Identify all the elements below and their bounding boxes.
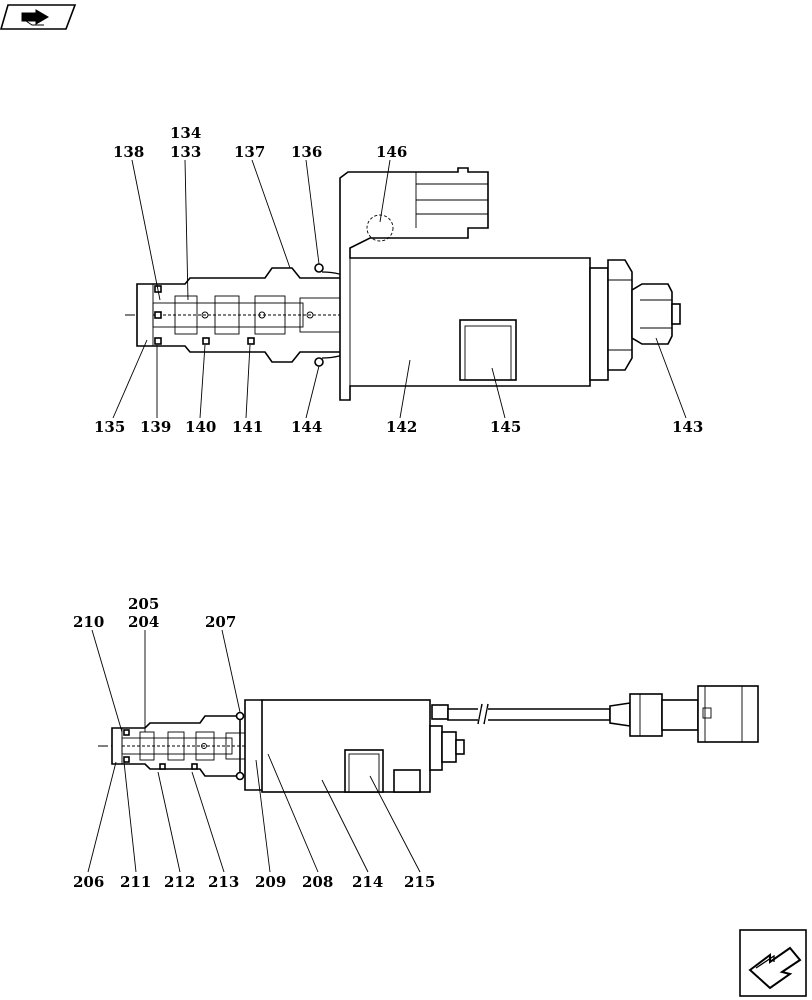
callout-206: 206: [73, 873, 104, 891]
callout-208: 208: [302, 873, 333, 891]
bottom-leader-lines: [87, 629, 421, 873]
bottom-solenoid-assembly: [98, 685, 759, 793]
callout-135: 135: [94, 418, 125, 436]
callout-207: 207: [205, 613, 236, 631]
callout-134: 134: [170, 124, 201, 142]
callout-215: 215: [404, 873, 435, 891]
callout-140: 140: [185, 418, 216, 436]
callout-145: 145: [490, 418, 521, 436]
navigation-arrow-icon[interactable]: [739, 929, 807, 997]
book-arrow-icon[interactable]: [0, 4, 77, 30]
callout-142: 142: [386, 418, 417, 436]
callout-136: 136: [291, 143, 322, 161]
callout-214: 214: [352, 873, 383, 891]
callout-209: 209: [255, 873, 286, 891]
callout-213: 213: [208, 873, 239, 891]
callout-139: 139: [140, 418, 171, 436]
bottom-callouts: 210 205 204 207 206 211 212 213 209 208 …: [73, 595, 435, 891]
callout-141: 141: [232, 418, 263, 436]
callout-211: 211: [120, 873, 151, 891]
callout-210: 210: [73, 613, 104, 631]
callout-204: 204: [128, 613, 159, 631]
callout-146: 146: [376, 143, 407, 161]
callout-144: 144: [291, 418, 322, 436]
top-callouts: 138 134 133 137 136 146 135 139 140 141 …: [94, 124, 703, 436]
top-solenoid-assembly: [125, 167, 681, 401]
callout-137: 137: [234, 143, 265, 161]
top-leader-lines: [112, 159, 687, 419]
callout-133: 133: [170, 143, 201, 161]
callout-205: 205: [128, 595, 159, 613]
callout-138: 138: [113, 143, 144, 161]
callout-212: 212: [164, 873, 195, 891]
callout-143: 143: [672, 418, 703, 436]
